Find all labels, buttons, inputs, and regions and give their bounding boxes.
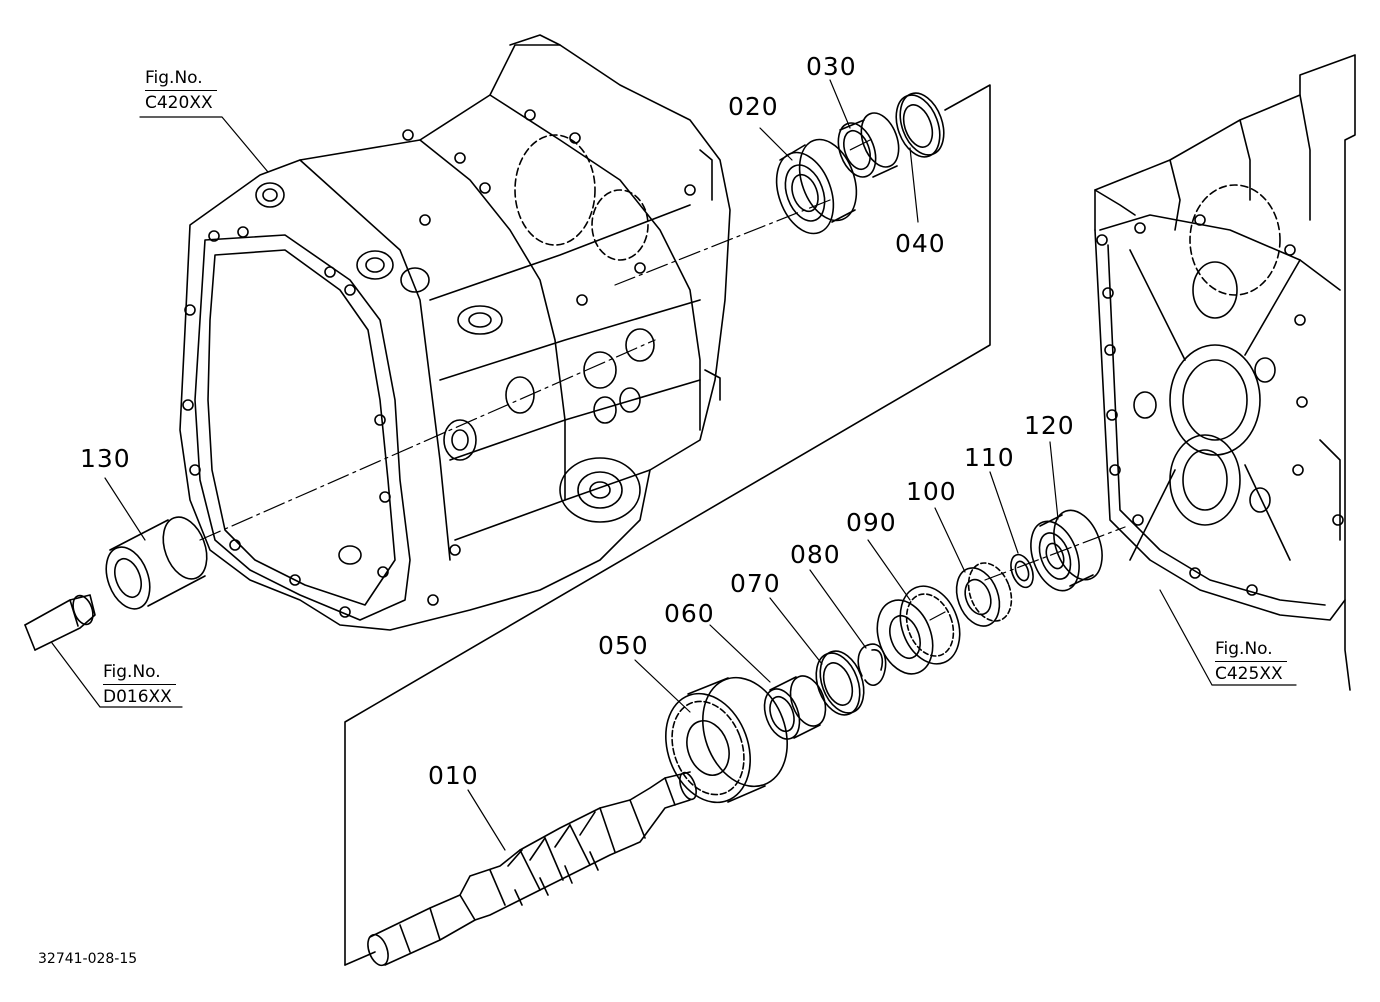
part-010-shaft [367,771,697,967]
figure-ref-c425-line2: C425XX [1215,661,1287,686]
part-label-070: 070 [730,569,781,598]
part-120-bearing [1030,509,1103,592]
figure-ref-d016: Fig.No. D016XX [103,660,176,709]
part-130-coupling [105,516,208,610]
figure-ref-c425: Fig.No. C425XX [1215,637,1287,686]
figure-ref-c420: Fig.No. C420XX [145,66,217,115]
transmission-case-left [179,34,731,631]
drawing-code: 32741-028-15 [38,951,138,967]
part-060-needle-bearing [763,675,827,740]
part-label-130: 130 [80,444,131,473]
part-label-080: 080 [790,540,841,569]
part-label-040: 040 [895,229,946,258]
part-040-washer [895,92,945,158]
part-label-030: 030 [806,52,857,81]
part-label-060: 060 [664,599,715,628]
figure-ref-c425-line1: Fig.No. [1215,639,1273,659]
part-label-120: 120 [1024,411,1075,440]
part-label-100: 100 [906,477,957,506]
part-030-collar [837,112,900,178]
figure-ref-d016-line1: Fig.No. [103,662,161,682]
part-050-gear [665,676,788,804]
case-bolt-holes-right [1096,214,1344,596]
part-070-washer [815,650,865,716]
part-label-010: 010 [428,761,479,790]
figure-ref-d016-line2: D016XX [103,684,176,709]
assembly-frame [344,84,991,966]
part-label-090: 090 [846,508,897,537]
input-shaft-stub [24,594,96,651]
figure-ref-c420-line1: Fig.No. [145,68,203,88]
part-090-gear-hub [876,585,961,675]
part-label-110: 110 [964,443,1015,472]
part-label-020: 020 [728,92,779,121]
part-080-circlip [857,643,887,686]
figure-ref-c420-line2: C420XX [145,90,217,115]
part-020-bearing [775,138,858,235]
part-label-050: 050 [598,631,649,660]
part-110-washer [1010,553,1034,589]
case-bolt-holes-left [182,109,696,618]
transmission-case-right [1094,54,1356,691]
part-100-gear [955,562,1013,627]
leader-lines [51,79,1297,851]
